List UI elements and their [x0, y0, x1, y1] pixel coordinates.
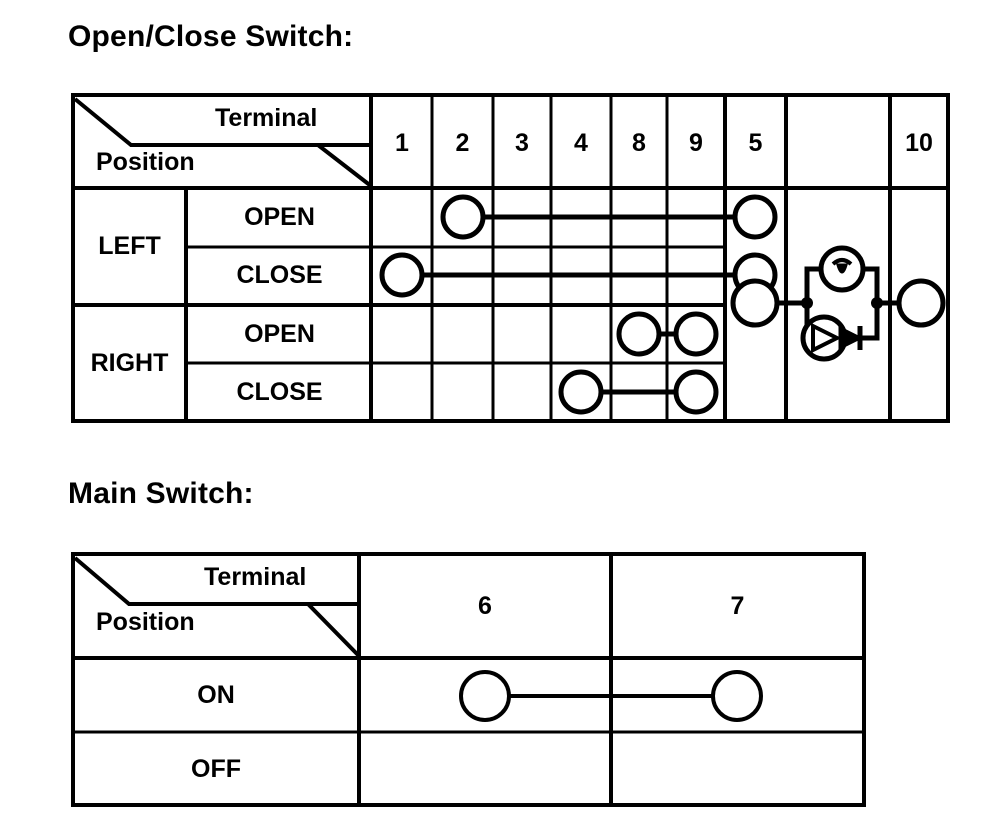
junction-dot-right: [871, 297, 883, 309]
main-row-label-off: OFF: [191, 755, 241, 783]
open-close-row-group-right: RIGHT: [90, 349, 169, 377]
open-close-terminal-header-3: 3: [515, 129, 529, 157]
main-header-divider-lower: [129, 602, 361, 658]
open-close-row-group-left: LEFT: [98, 232, 161, 260]
open-close-row-label-right-open: OPEN: [244, 320, 315, 348]
terminal-10-node: [896, 278, 946, 328]
main-header-terminal-label: Terminal: [204, 563, 307, 591]
main-terminal-header-7: 7: [730, 592, 745, 620]
section-title-main: Main Switch:: [68, 477, 254, 510]
main-table-outer-border: [71, 552, 866, 807]
open-close-header-terminal-label: Terminal: [215, 104, 318, 132]
open-close-terminal-header-2: 2: [455, 129, 470, 157]
open-close-terminal-header-5: 5: [748, 129, 763, 157]
continuity-main-on: [459, 670, 763, 722]
junction-dot-left: [801, 297, 813, 309]
terminal-5-node: [730, 278, 780, 328]
section-title-open-close: Open/Close Switch:: [68, 20, 354, 53]
lamp-symbol: [800, 314, 848, 362]
continuity-left-open: [440, 194, 778, 240]
header-divider-lower: [131, 143, 373, 188]
open-close-header-position-label: Position: [96, 148, 195, 176]
open-close-continuity-table: Terminal Position 1 2 3 4 8 9 5 10 LEFT …: [71, 93, 950, 423]
main-row-label-on: ON: [197, 681, 235, 709]
open-close-terminal-header-10: 10: [905, 129, 933, 157]
motor-circuit: [730, 245, 946, 362]
open-close-terminal-header-9: 9: [689, 129, 703, 157]
diode-symbol: [838, 325, 864, 351]
open-close-terminal-header-4: 4: [574, 129, 588, 157]
main-terminal-header-6: 6: [478, 592, 492, 620]
open-close-row-label-right-close: CLOSE: [236, 378, 323, 406]
open-close-row-label-left-close: CLOSE: [236, 261, 323, 289]
continuity-left-close: [379, 252, 778, 298]
main-switch-continuity-table: Terminal Position 6 7 ON OFF: [71, 552, 866, 807]
open-close-terminal-header-8: 8: [632, 129, 646, 157]
open-close-table-graphics: [71, 93, 950, 423]
continuity-right-open: [616, 311, 719, 357]
continuity-right-close: [558, 369, 719, 415]
main-header-position-label: Position: [96, 608, 195, 636]
open-close-row-label-left-open: OPEN: [244, 203, 315, 231]
main-switch-table-graphics: [71, 552, 866, 807]
motor-symbol: [818, 245, 866, 293]
table-outer-border: [71, 93, 950, 423]
open-close-terminal-header-1: 1: [395, 129, 409, 157]
